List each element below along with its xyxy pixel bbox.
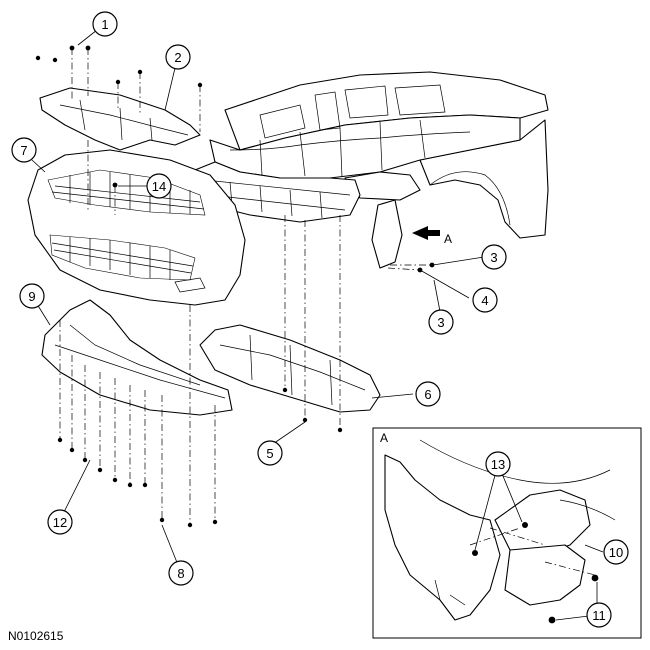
lower-air-deflector [41, 299, 233, 416]
callout-13: 13 [485, 451, 511, 477]
callout-4: 4 [472, 287, 498, 313]
callout-6: 6 [415, 381, 441, 407]
radiator-splash-shield [39, 87, 201, 151]
callout-number: 8 [177, 566, 184, 581]
callout-circle [472, 287, 498, 313]
callout-1: 1 [92, 11, 118, 37]
callout-circle [415, 381, 441, 407]
view-arrow-label: A [444, 232, 452, 246]
callout-circle [19, 283, 45, 309]
callout-number: 7 [20, 143, 27, 158]
callout-circle [11, 137, 37, 163]
callout-circle [257, 440, 283, 466]
callout-3: 3 [428, 309, 454, 335]
callout-number: 9 [28, 289, 35, 304]
callout-number: 4 [481, 293, 488, 308]
callout-circle [92, 11, 118, 37]
engine-under-shield [199, 324, 381, 413]
callout-12: 12 [47, 509, 73, 535]
fasteners [35, 45, 599, 624]
callout-circle [146, 173, 172, 199]
callout-number: 10 [609, 545, 623, 560]
callout-circle [485, 451, 511, 477]
callout-number: 3 [490, 250, 497, 265]
callout-5: 5 [257, 440, 283, 466]
front-bumper-cover [27, 149, 246, 306]
callout-10: 10 [603, 539, 629, 565]
callout-number: 13 [491, 457, 505, 472]
callout-number: 1 [101, 17, 108, 32]
alignment-lines [59, 48, 596, 576]
view-arrow-a: A [412, 226, 452, 246]
callout-number: 11 [592, 608, 606, 623]
detail-view-a [372, 427, 642, 639]
vehicle-front-structure [194, 71, 549, 269]
callout-number: 2 [174, 50, 181, 65]
callout-8: 8 [168, 560, 194, 586]
callout-number: 3 [437, 315, 444, 330]
callout-number: 14 [152, 179, 166, 194]
callout-circle [168, 560, 194, 586]
callout-9: 9 [19, 283, 45, 309]
callout-circle [165, 44, 191, 70]
callout-number: 6 [424, 387, 431, 402]
callout-7: 7 [11, 137, 37, 163]
figure-id: N0102615 [8, 629, 64, 643]
callout-circle [481, 244, 507, 270]
callout-number: 12 [53, 515, 67, 530]
callout-circle [428, 309, 454, 335]
callout-11: 11 [586, 602, 612, 628]
callout-number: 5 [266, 446, 273, 461]
callout-circle [603, 539, 629, 565]
callout-circle [47, 509, 73, 535]
callout-3: 3 [481, 244, 507, 270]
detail-view-label: A [380, 431, 388, 445]
callout-14: 14 [146, 173, 172, 199]
callout-2: 2 [165, 44, 191, 70]
callout-circle [586, 602, 612, 628]
